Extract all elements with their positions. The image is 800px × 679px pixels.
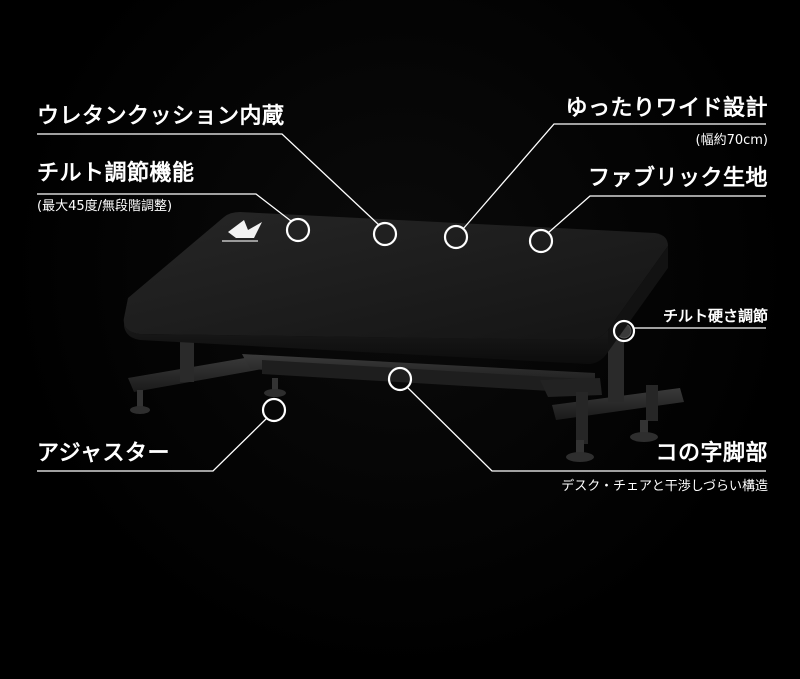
tilt-post-right — [608, 340, 624, 402]
label-adjuster: アジャスター — [37, 441, 171, 466]
label-tilt-function: チルト調節機能 — [37, 161, 195, 186]
label-fabric: ファブリック生地 — [587, 166, 768, 191]
label-tilt-stiffness: チルト硬さ調節 — [662, 307, 768, 325]
marker-fabric — [528, 228, 554, 254]
leader-lines — [37, 123, 766, 472]
label-base-note: デスク・チェアと干渉しづらい構造 — [561, 479, 768, 494]
marker-adjuster — [261, 397, 287, 423]
front-post-left — [180, 340, 194, 382]
brand-logo-icon — [228, 220, 262, 238]
marker-urethane — [372, 221, 398, 247]
marker-tilt — [285, 217, 311, 243]
label-wide-note: (幅約70cm) — [695, 133, 769, 148]
callout-markers — [261, 217, 636, 423]
u-shaped-base — [128, 340, 684, 444]
cushion — [123, 212, 669, 364]
label-wide-design: ゆったりワイド設計 — [565, 96, 768, 121]
marker-base — [387, 366, 413, 392]
label-tilt-note: (最大45度/無段階調整) — [37, 199, 173, 214]
label-urethane-cushion: ウレタンクッション内蔵 — [37, 104, 285, 129]
marker-wide — [443, 224, 469, 250]
marker-tilt-stiffness — [612, 319, 636, 343]
adjuster-feet — [130, 378, 658, 462]
label-u-base: コの字脚部 — [655, 441, 768, 466]
